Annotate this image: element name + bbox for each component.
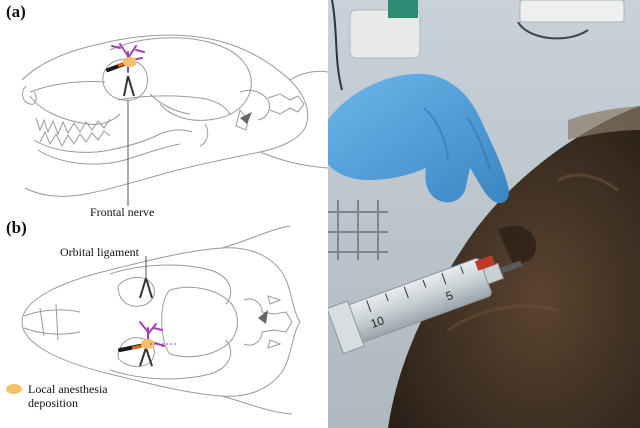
panel-label-b: (b) <box>6 218 27 237</box>
equipment-box <box>349 9 421 59</box>
wall-monitor <box>519 0 625 23</box>
panel-label-a: (a) <box>6 2 26 21</box>
orbital-ligament-a <box>123 75 135 97</box>
orbital-ligament-label: Orbital ligament <box>60 245 139 259</box>
equipment-green <box>388 0 418 18</box>
arrow-icon <box>240 112 252 124</box>
anesthesia-deposition-a <box>123 57 137 67</box>
dorsal-skull <box>21 247 301 397</box>
diagram-panel: (a) (b) Frontal nerve Orbital ligament L… <box>6 2 328 415</box>
needle-hub <box>474 255 496 271</box>
syringe-mark-10: 10 <box>369 313 387 331</box>
syringe-mark-5: 5 <box>444 288 455 304</box>
photo-scene: 10 5 <box>328 0 640 428</box>
legend-swatch <box>6 384 22 394</box>
lateral-skull <box>21 34 309 197</box>
syringe: 10 5 <box>328 258 523 355</box>
arrow-icon-b <box>258 310 268 324</box>
cage-bars <box>328 200 388 260</box>
orbital-ligament-b <box>139 277 153 299</box>
orbital-ligament-b2 <box>139 347 153 367</box>
frontal-nerve-label: Frontal nerve <box>90 205 155 219</box>
clinical-photo: 10 5 <box>328 0 640 428</box>
anesthesia-deposition-b <box>141 339 155 349</box>
gloved-hand <box>328 73 509 204</box>
legend-label: Local anesthesia deposition <box>28 382 108 410</box>
skull-diagram <box>6 34 328 415</box>
needle-hub-b <box>131 344 143 350</box>
